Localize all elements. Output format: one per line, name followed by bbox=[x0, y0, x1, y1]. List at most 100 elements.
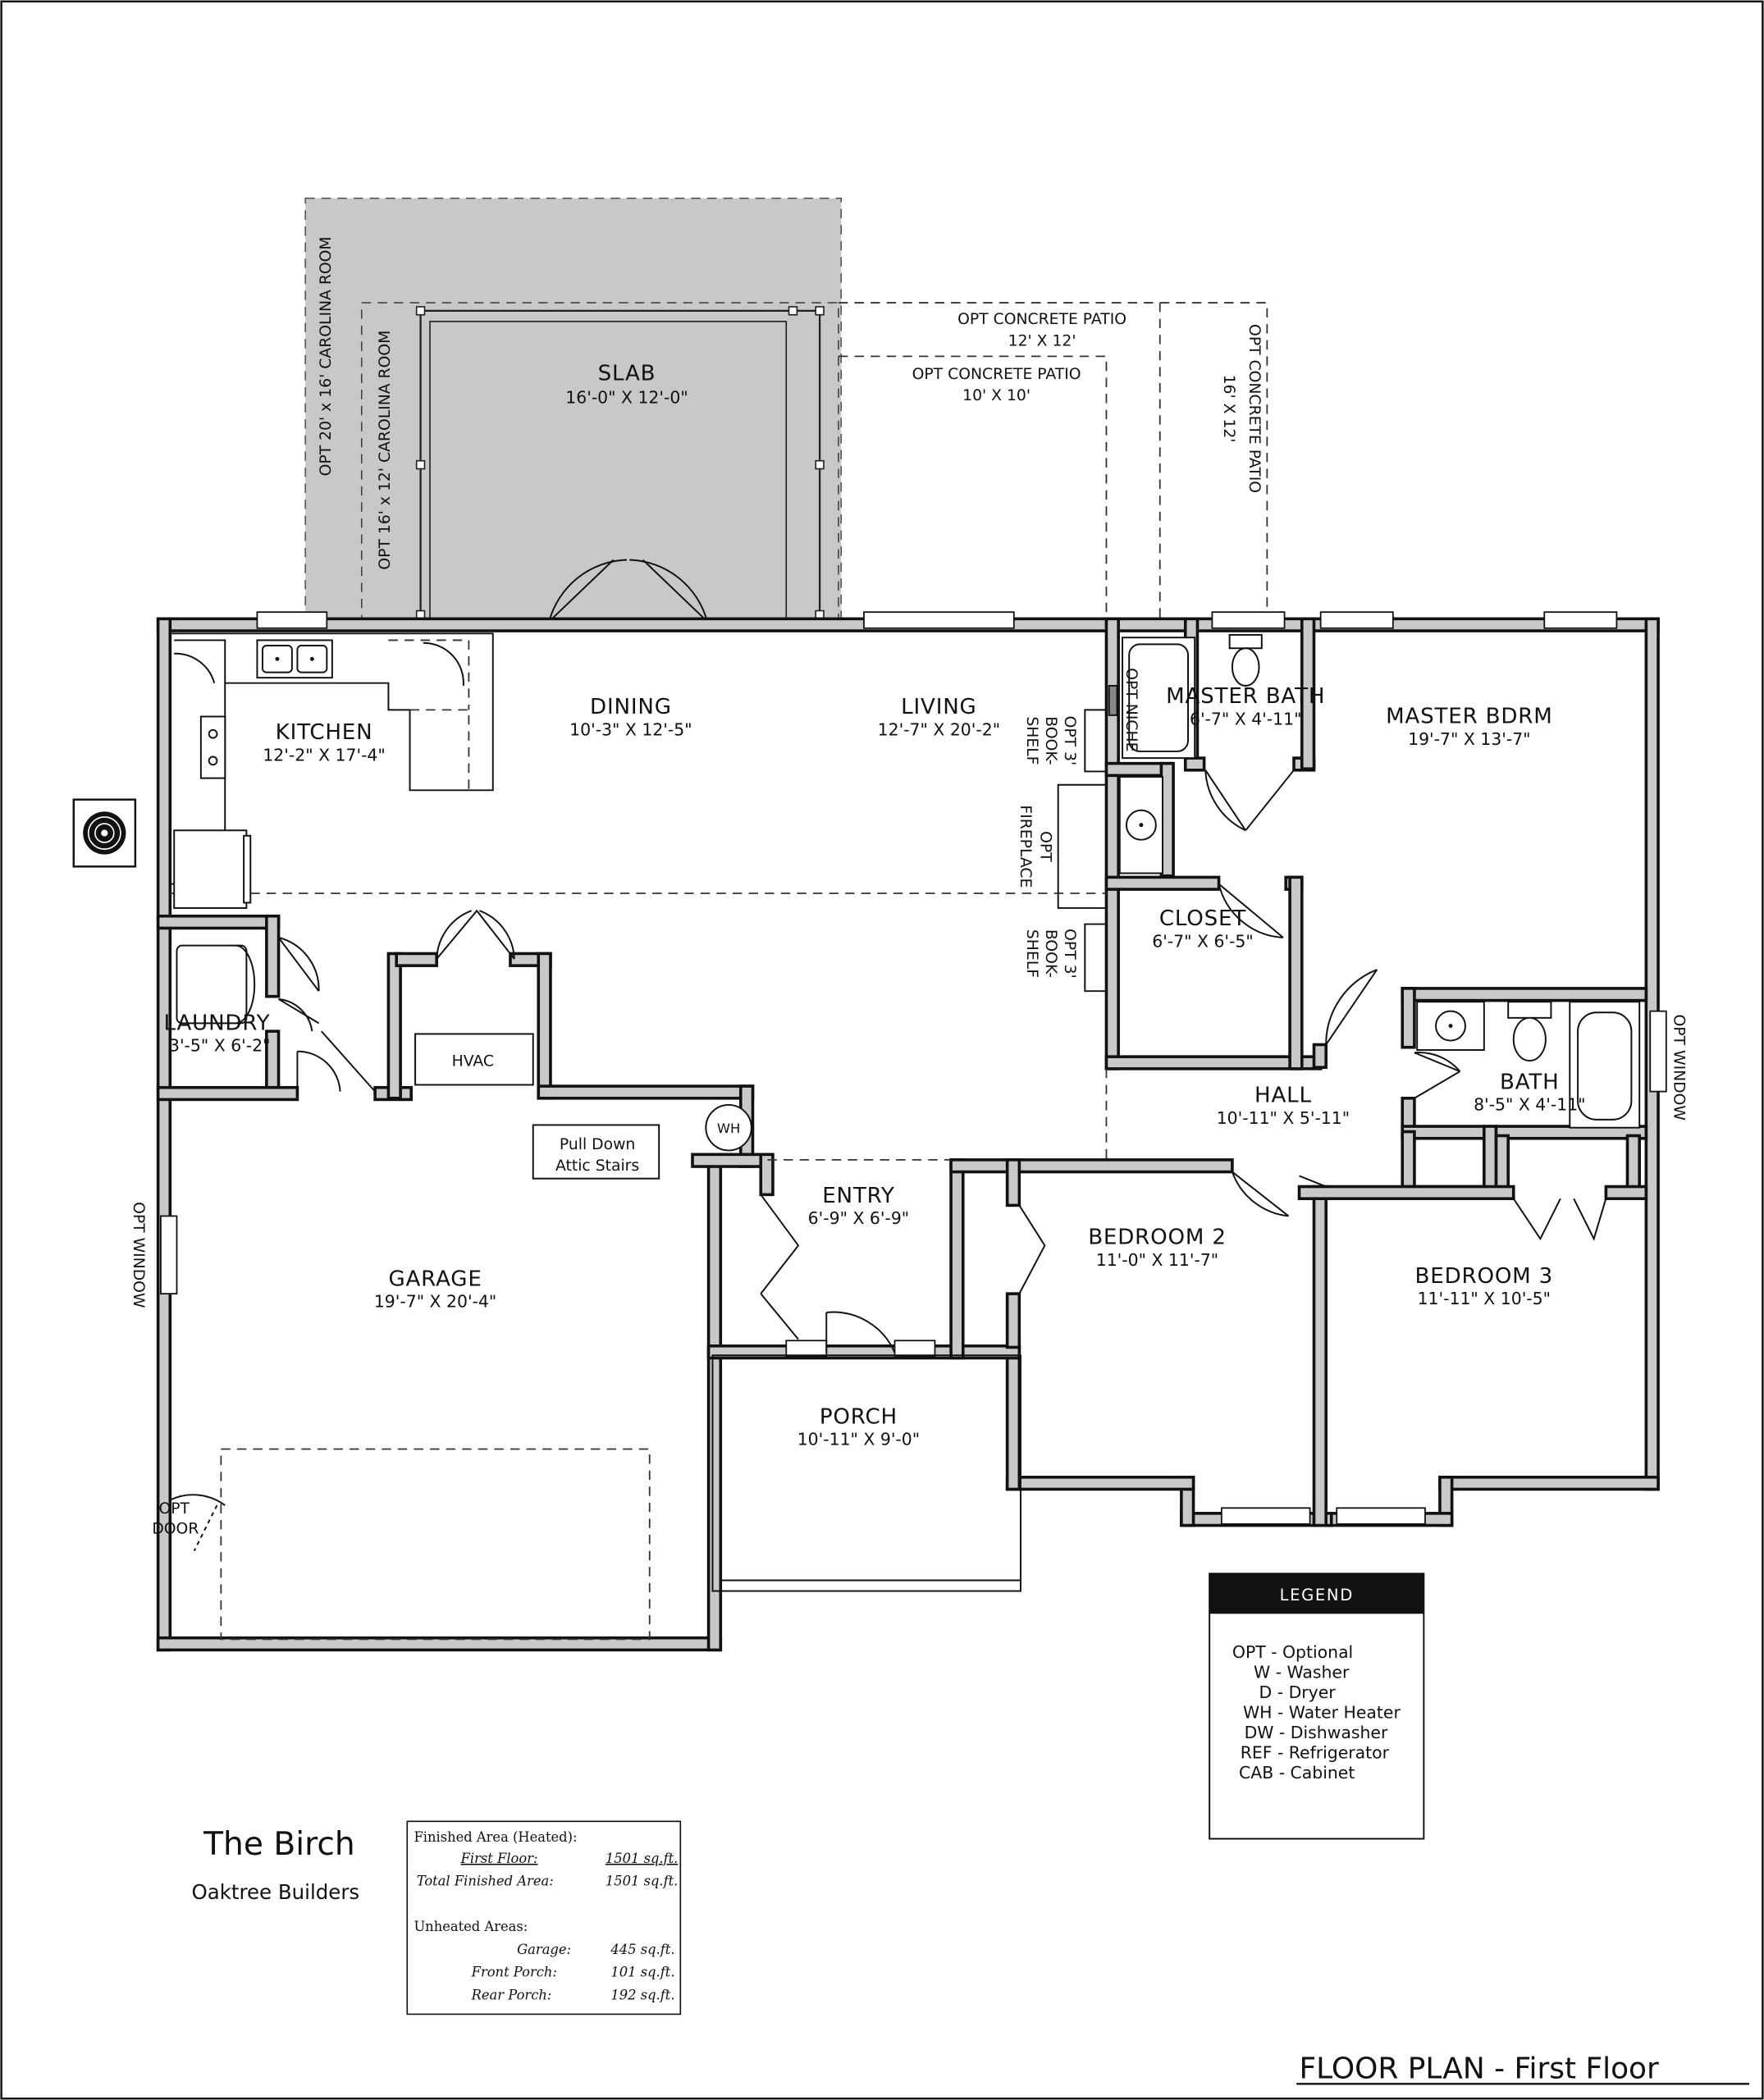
area-table: Finished Area (Heated): First Floor: 150… bbox=[406, 1820, 682, 2016]
total-value: 1501 sq.ft. bbox=[606, 1874, 678, 1889]
refrigerator bbox=[173, 829, 248, 909]
patio-10x10-outline bbox=[838, 355, 1108, 622]
legend-item: REF - Refrigerator bbox=[1241, 1743, 1390, 1763]
legend-item: W - Washer bbox=[1254, 1663, 1350, 1682]
bookshelf-1-line-1: OPT 3' bbox=[1061, 716, 1078, 766]
legend-item: CAB - Cabinet bbox=[1239, 1763, 1355, 1783]
bookshelf-1-line-3: SHELF bbox=[1023, 716, 1040, 765]
builder-name: Oaktree Builders bbox=[191, 1880, 359, 1904]
bedroom3-name: BEDROOM 3 bbox=[1415, 1264, 1554, 1289]
opt-window-left-label: OPT WINDOW bbox=[130, 1202, 147, 1308]
dining-dim: 10'-3" X 12'-5" bbox=[569, 719, 692, 739]
laundry-dim: 3'-5" X 6'-2" bbox=[169, 1036, 271, 1056]
master-bdrm-name: MASTER BDRM bbox=[1386, 705, 1553, 729]
attic-stairs-label-2: Attic Stairs bbox=[555, 1157, 639, 1175]
living-name: LIVING bbox=[901, 695, 976, 719]
bedroom3-dim: 11'-11" X 10'-5" bbox=[1418, 1289, 1551, 1308]
front-porch-label: Front Porch: bbox=[471, 1965, 557, 1980]
legend: LEGEND OPT - Optional W - Washer D - Dry… bbox=[1209, 1573, 1425, 1840]
porch-slab bbox=[711, 1354, 1021, 1592]
patio-10-dim: 10' X 10' bbox=[962, 387, 1031, 404]
hall-dim: 10'-11" X 5'-11" bbox=[1217, 1108, 1350, 1128]
room-labels: KITCHEN 12'-2" X 17'-4" DINING 10'-3" X … bbox=[164, 684, 1586, 1449]
entry-name: ENTRY bbox=[822, 1184, 894, 1208]
master-bath-dim: 6'-7" X 4'-11" bbox=[1190, 709, 1301, 728]
legend-item: DW - Dishwasher bbox=[1245, 1723, 1388, 1742]
opt-door-line-2: DOOR bbox=[152, 1520, 199, 1537]
closet-name: CLOSET bbox=[1159, 906, 1247, 931]
slab-dim: 16'-0" X 12'-0" bbox=[565, 388, 688, 408]
total-label: Total Finished Area: bbox=[417, 1874, 554, 1889]
rear-slab: OPT 20' x 16' CAROLINA ROOM OPT 16' x 12… bbox=[304, 197, 843, 623]
master-bath-name: MASTER BATH bbox=[1166, 684, 1325, 709]
heated-title: Finished Area (Heated): bbox=[414, 1829, 577, 1845]
windows bbox=[160, 611, 1667, 1525]
patio-16-dim: 16' X 12' bbox=[1220, 375, 1237, 443]
kitchen-dim: 12'-2" X 17'-4" bbox=[263, 745, 385, 765]
opt-niche-label: OPT NICHE bbox=[1122, 668, 1140, 751]
closet-door bbox=[1218, 883, 1284, 938]
water-heater bbox=[705, 1103, 752, 1152]
slab-name: SLAB bbox=[598, 362, 656, 386]
living-dim: 12'-7" X 20'-2" bbox=[878, 719, 1000, 739]
closet-dim: 6'-7" X 6'-5" bbox=[1152, 931, 1254, 951]
dining-name: DINING bbox=[590, 695, 672, 719]
rear-french-door bbox=[548, 559, 708, 623]
opt-door-line-1: OPT bbox=[158, 1500, 190, 1518]
fireplace-and-shelves bbox=[1057, 684, 1118, 993]
hall-toilet bbox=[1507, 1001, 1552, 1019]
garage-dim: 19'-7" X 20'-4" bbox=[374, 1291, 496, 1311]
unheated-title: Unheated Areas: bbox=[414, 1919, 528, 1934]
carolina-room-16-label: OPT 16' x 12' CAROLINA ROOM bbox=[377, 331, 394, 570]
patio-12x12-outline bbox=[838, 302, 1161, 622]
fireplace-line-1: OPT bbox=[1036, 831, 1053, 862]
range bbox=[199, 715, 226, 779]
legend-item: OPT - Optional bbox=[1232, 1642, 1353, 1662]
room-division-lines bbox=[170, 892, 1108, 1641]
rear-porch-label: Rear Porch: bbox=[471, 1987, 552, 2002]
legend-item: D - Dryer bbox=[1259, 1682, 1337, 1702]
bedroom2-dim: 11'-0" X 11'-7" bbox=[1096, 1250, 1218, 1270]
attic-stairs-label-1: Pull Down bbox=[560, 1136, 635, 1153]
slab-posts bbox=[415, 306, 825, 620]
plan-caption: FLOOR PLAN - First Floor bbox=[1300, 2052, 1659, 2086]
porch-name: PORCH bbox=[820, 1404, 898, 1429]
bath-name: BATH bbox=[1500, 1070, 1560, 1094]
entry-closet-doors bbox=[760, 1194, 1046, 1340]
patio-12-title: OPT CONCRETE PATIO bbox=[957, 311, 1126, 328]
hall-bath-fixtures bbox=[1414, 1001, 1641, 1129]
bedroom2-name: BEDROOM 2 bbox=[1088, 1226, 1227, 1250]
kitchen-name: KITCHEN bbox=[276, 720, 373, 745]
laundry-name: LAUNDRY bbox=[164, 1011, 271, 1036]
hvac-label: HVAC bbox=[452, 1053, 494, 1071]
legend-header bbox=[1209, 1573, 1424, 1614]
fireplace-line-2: FIREPLACE bbox=[1017, 805, 1034, 888]
interior-walls bbox=[156, 617, 1648, 1527]
patio-16-title: OPT CONCRETE PATIO bbox=[1245, 324, 1263, 493]
bookshelf-2-line-2: BOOK- bbox=[1042, 929, 1059, 978]
bookshelf-1-line-2: BOOK- bbox=[1042, 716, 1059, 765]
washer bbox=[176, 944, 248, 1025]
rear-porch-value: 192 sq.ft. bbox=[610, 1987, 674, 2002]
hall-doors bbox=[1231, 969, 1607, 1241]
porch-dim: 10'-11" X 9'-0" bbox=[797, 1430, 920, 1449]
kitchen-fixtures bbox=[170, 632, 494, 909]
attic-stairs-box bbox=[532, 1124, 660, 1180]
entry-dim: 6'-9" X 6'-9" bbox=[808, 1208, 910, 1228]
patio-16x12-outline bbox=[1159, 302, 1268, 622]
bookshelf-2-line-3: SHELF bbox=[1023, 929, 1040, 978]
front-porch-value: 101 sq.ft. bbox=[610, 1965, 674, 1980]
front-door bbox=[825, 1311, 896, 1354]
master-bath-fixtures bbox=[1118, 633, 1295, 874]
bookshelf-2-line-1: OPT 3' bbox=[1061, 929, 1078, 979]
first-floor-value: 1501 sq.ft. bbox=[606, 1851, 678, 1866]
legend-item: WH - Water Heater bbox=[1243, 1703, 1401, 1723]
water-heater-label: WH bbox=[717, 1121, 740, 1136]
opt-window-right-label: OPT WINDOW bbox=[1670, 1015, 1688, 1121]
patio-12-dim: 12' X 12' bbox=[1008, 332, 1076, 349]
carolina-room-20-label: OPT 20' x 16' CAROLINA ROOM bbox=[318, 236, 335, 476]
first-floor-label: First Floor: bbox=[460, 1851, 538, 1866]
legend-title: LEGEND bbox=[1280, 1586, 1354, 1605]
